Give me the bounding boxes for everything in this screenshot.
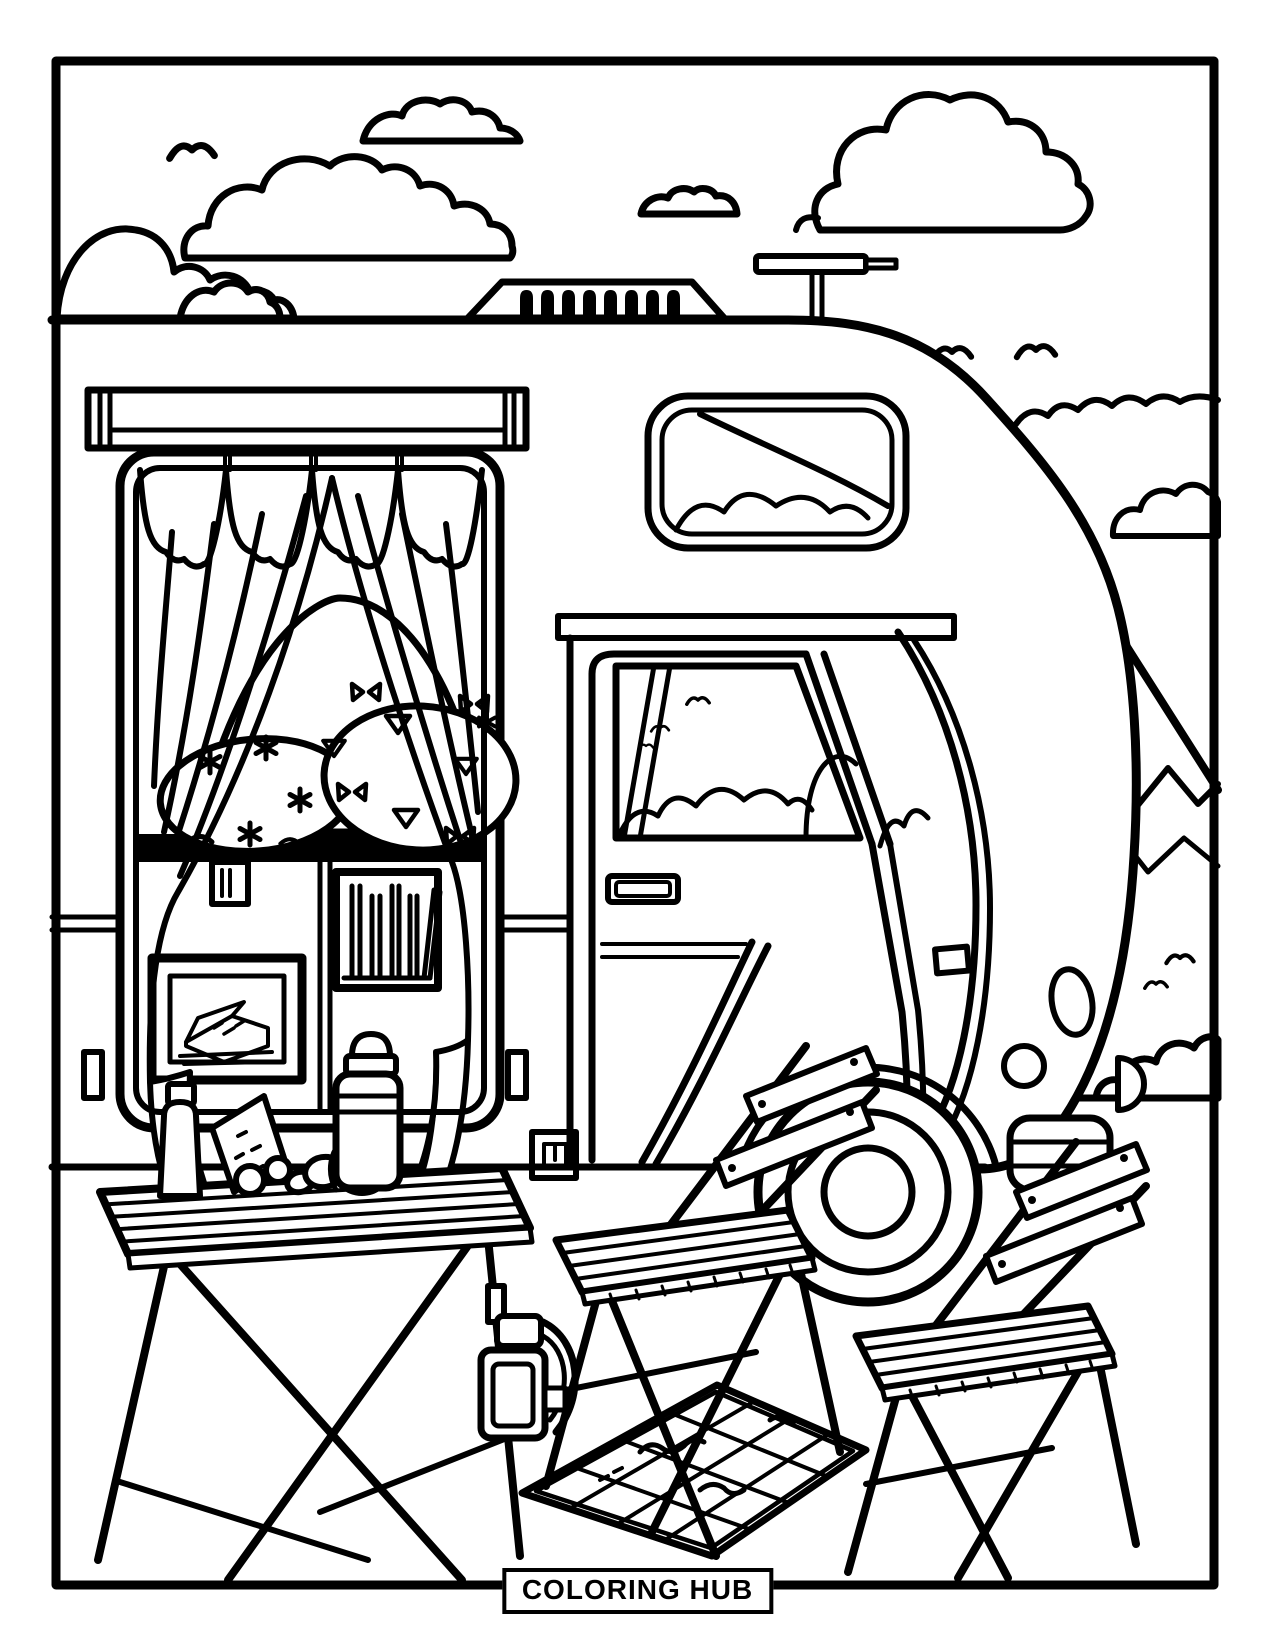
vacuum-flask xyxy=(477,1283,579,1442)
nose-oval xyxy=(1048,966,1096,1038)
roof-antenna xyxy=(753,253,899,321)
chair-seat-slats xyxy=(560,1220,808,1281)
interior-bookshelf xyxy=(332,868,443,992)
chair-back-slat xyxy=(743,1045,880,1125)
windshield-clouds xyxy=(877,808,931,849)
cab-lower-swoop xyxy=(638,938,772,1168)
door-handle xyxy=(605,873,681,905)
interior-wall xyxy=(147,859,443,1115)
chair-back-slat xyxy=(983,1195,1145,1285)
flask-handle xyxy=(539,1318,579,1436)
rain-gutter xyxy=(555,613,957,641)
chair-back-slat xyxy=(713,1099,875,1189)
road-map xyxy=(518,1381,870,1560)
water-bottle xyxy=(332,1031,404,1192)
brand-text: COLORING HUB xyxy=(521,1574,754,1605)
headlight xyxy=(1115,1055,1147,1113)
roof-vent-slats xyxy=(520,290,680,316)
campsite xyxy=(94,1031,1150,1584)
folding-chair-left xyxy=(542,1042,880,1560)
side-marker-right xyxy=(505,1049,529,1101)
windshield-pillar xyxy=(877,628,993,1137)
camper-roofline xyxy=(47,315,1141,1174)
over-cab-window xyxy=(644,392,910,552)
chair-seat-ticks xyxy=(608,1263,795,1305)
cloud-top-mid-small xyxy=(637,185,741,218)
bird-icon xyxy=(1017,346,1055,357)
map-grid xyxy=(567,1399,831,1543)
glass-swoosh xyxy=(697,411,891,509)
awning-roller xyxy=(84,386,530,452)
folding-chair-right xyxy=(844,1138,1150,1582)
nose-circle xyxy=(1001,1043,1047,1089)
nose-marker xyxy=(932,943,972,977)
chair-seat-edge xyxy=(579,1255,818,1307)
cloud-right-mid xyxy=(1109,481,1221,539)
door-window-clouds xyxy=(615,786,815,841)
interior-vent xyxy=(209,859,251,907)
door-window-cloud-dome xyxy=(803,753,859,841)
bird-icon xyxy=(170,146,215,159)
cloud-right-foot xyxy=(793,214,821,233)
glass-clouds xyxy=(673,491,871,533)
table-slats xyxy=(103,1178,527,1244)
folding-table xyxy=(94,1164,535,1584)
side-marker-left xyxy=(81,1049,105,1101)
scalloped-valance xyxy=(137,450,485,570)
brand-label: COLORING HUB xyxy=(501,1568,774,1614)
cloud-center-large xyxy=(180,153,517,262)
cloud-wavy-right xyxy=(1013,393,1221,427)
cloud-top-left-small xyxy=(359,96,524,145)
chair-seat-slats xyxy=(860,1316,1108,1377)
chair-seat-edge xyxy=(879,1351,1118,1403)
door-window xyxy=(612,662,864,842)
cloud-right-large xyxy=(811,91,1094,234)
sky xyxy=(53,91,1221,539)
cloud-on-roof-small xyxy=(176,279,284,322)
table-apron xyxy=(125,1225,535,1271)
interior-picture-frame xyxy=(147,953,307,1085)
body-stripes xyxy=(49,914,748,959)
window-inner-frame xyxy=(133,465,487,1115)
chair-legs xyxy=(844,1352,1140,1582)
chair-back-slat xyxy=(1013,1141,1150,1221)
table-legs xyxy=(94,1234,524,1584)
b-pillar xyxy=(802,650,894,848)
bread-rolls xyxy=(233,1155,293,1197)
latch-box xyxy=(529,1129,579,1181)
thermos xyxy=(157,1081,203,1199)
chair-seat-ticks xyxy=(908,1359,1095,1401)
chair-legs xyxy=(542,1256,844,1560)
